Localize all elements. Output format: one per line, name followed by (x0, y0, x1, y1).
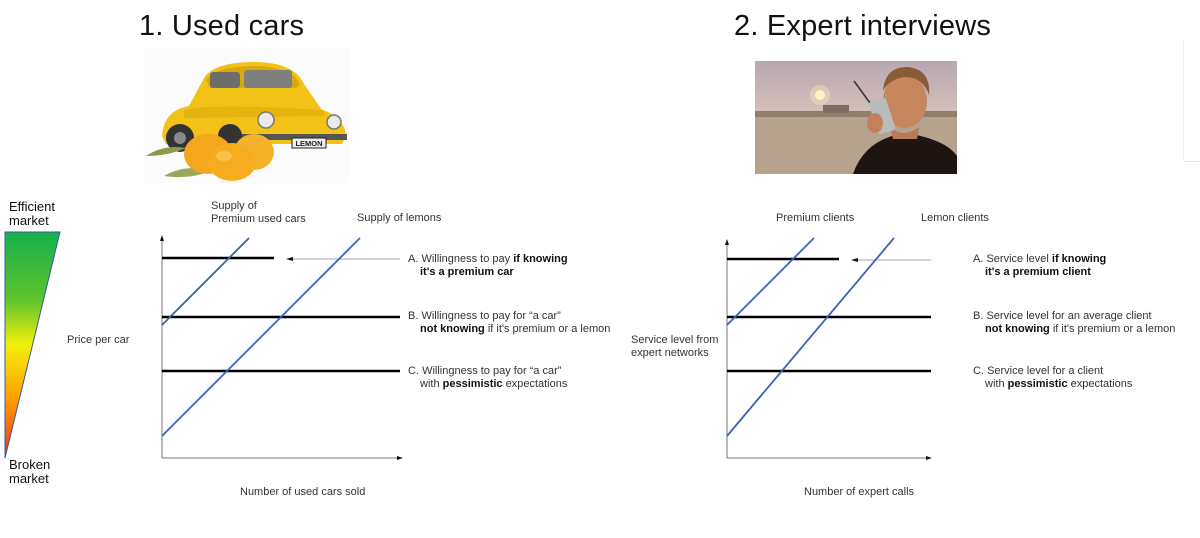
svg-text:LEMON: LEMON (295, 139, 322, 148)
efficient-market-label: Efficient market (9, 200, 55, 228)
y-axis-label-line2: expert networks (631, 346, 709, 359)
x-axis-label-expert-calls: Number of expert calls (804, 486, 915, 498)
lemon-clients-curve (726, 237, 895, 437)
efficient-label-line2: market (9, 213, 49, 228)
pointer-arrow-icon (851, 258, 858, 262)
premium-clients-label: Premium clients (776, 212, 855, 224)
man-with-brick-phone-beach-image (755, 61, 957, 174)
market-efficiency-wedge (4, 231, 61, 459)
premium-supply-label-line1: Supply of (211, 200, 257, 212)
annotation-c: C. Willingness to pay for “a car” with p… (408, 365, 568, 390)
lemon-clients-label: Lemon clients (921, 212, 989, 224)
y-axis-label-service-level: Service level from expert networks (631, 334, 718, 359)
annotation-a-expert: A. Service level if knowing it's a premi… (973, 253, 1107, 278)
y-axis-label-line1: Service level from (631, 334, 719, 346)
used-cars-chart (160, 235, 403, 460)
premium-clients-curve (726, 237, 815, 326)
annotation-a: A. Willingness to pay if knowing it's a … (408, 253, 568, 278)
broken-label-line2: market (9, 471, 49, 486)
y-axis-arrow-icon (725, 239, 729, 245)
y-axis-label-price: Price per car (67, 334, 130, 346)
yellow-beetle-lemon-car-image: LEMON (144, 48, 349, 183)
lemon-supply-label: Supply of lemons (357, 212, 442, 224)
broken-market-label: Broken market (9, 458, 50, 486)
x-axis-label-cars-sold: Number of used cars sold (240, 486, 366, 498)
premium-supply-label: Supply of Premium used cars (211, 200, 306, 225)
edge-divider (1183, 40, 1184, 160)
x-axis-arrow-icon (926, 456, 932, 460)
panel-title-expert-interviews: 2. Expert interviews (734, 10, 992, 42)
premium-supply-label-line2: Premium used cars (211, 212, 306, 225)
pointer-arrow-icon (286, 257, 293, 261)
broken-label-line1: Broken (9, 457, 51, 472)
panel-title-used-cars: 1. Used cars (139, 10, 305, 42)
lemon-supply-curve (161, 237, 361, 437)
x-axis-arrow-icon (397, 456, 403, 460)
annotation-b-expert: B. Service level for an average client n… (973, 310, 1176, 335)
y-axis-arrow-icon (160, 235, 164, 241)
efficient-label-line1: Efficient (9, 199, 56, 214)
annotation-c-expert: C. Service level for a client with pessi… (973, 365, 1133, 390)
premium-supply-curve (161, 237, 250, 326)
annotation-b: B. Willingness to pay for “a car” not kn… (408, 310, 611, 335)
edge-divider-bottom (1183, 161, 1200, 162)
